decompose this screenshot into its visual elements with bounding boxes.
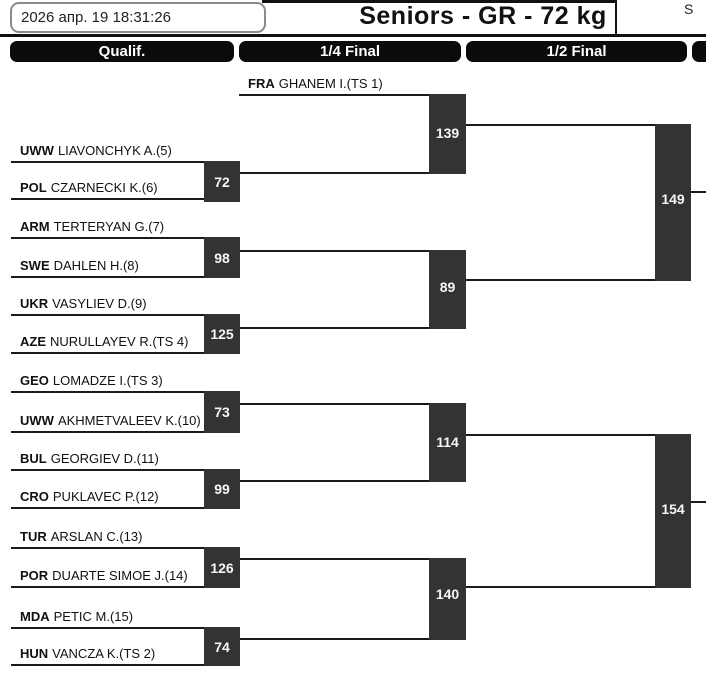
tab-semi-final[interactable]: 1/2 Final bbox=[466, 41, 687, 62]
tab-final-clipped[interactable] bbox=[692, 41, 706, 62]
athlete-name: VANCZA K.(TS 2) bbox=[52, 646, 156, 661]
athlete-name: DUARTE SIMOE J.(14) bbox=[52, 568, 188, 583]
match-box-quarterfinal[interactable]: 114 bbox=[429, 403, 466, 482]
match-box-qualif[interactable]: 74 bbox=[204, 627, 240, 666]
datetime-box: 2026 апр. 19 18:31:26 bbox=[10, 2, 266, 33]
connector-line bbox=[466, 434, 655, 436]
header-bottom-rule bbox=[0, 34, 706, 37]
connector-line bbox=[466, 279, 655, 281]
connector-line bbox=[466, 586, 655, 588]
match-number: 126 bbox=[210, 559, 234, 576]
match-number: 73 bbox=[214, 404, 230, 420]
match-box-quarterfinal[interactable]: 89 bbox=[429, 250, 466, 329]
athlete-country: SWE bbox=[20, 258, 50, 273]
athlete-row: AZE NURULLAYEV R.(TS 4) bbox=[11, 332, 204, 354]
athlete-name: ARSLAN C.(13) bbox=[50, 529, 143, 544]
athlete-country: MDA bbox=[20, 609, 50, 624]
match-number: 72 bbox=[214, 173, 230, 190]
athlete-name: GEORGIEV D.(11) bbox=[50, 451, 159, 466]
header-right-divider bbox=[615, 0, 617, 37]
connector-line bbox=[240, 638, 429, 640]
athlete-country: POL bbox=[20, 180, 47, 195]
connector-line bbox=[240, 172, 429, 174]
match-number: 140 bbox=[435, 586, 460, 602]
athlete-name: NURULLAYEV R.(TS 4) bbox=[50, 334, 189, 349]
match-box-quarterfinal[interactable]: 140 bbox=[429, 558, 466, 640]
connector-line bbox=[240, 480, 429, 482]
athlete-row: TUR ARSLAN C.(13) bbox=[11, 527, 204, 549]
athlete-name: PETIC M.(15) bbox=[53, 609, 134, 624]
match-box-qualif[interactable]: 98 bbox=[204, 237, 240, 278]
connector-line bbox=[240, 403, 429, 405]
header-top-rule bbox=[262, 0, 617, 3]
athlete-row: POR DUARTE SIMOE J.(14) bbox=[11, 566, 204, 588]
match-number: 125 bbox=[210, 326, 234, 342]
athlete-name: AKHMETVALEEV K.(10) bbox=[57, 413, 201, 428]
athlete-country: FRA bbox=[248, 76, 275, 91]
athlete-country: CRO bbox=[20, 489, 49, 504]
match-number: 149 bbox=[661, 191, 685, 207]
athlete-country: HUN bbox=[20, 646, 49, 661]
match-number: 114 bbox=[436, 434, 459, 450]
match-box-qualif[interactable]: 125 bbox=[204, 314, 240, 354]
connector-line bbox=[240, 558, 429, 560]
page-title: Seniors - GR - 72 kg bbox=[359, 2, 607, 30]
match-box-qualif[interactable]: 72 bbox=[204, 161, 240, 202]
athlete-row: HUN VANCZA K.(TS 2) bbox=[11, 644, 204, 666]
athlete-row: MDA PETIC M.(15) bbox=[11, 607, 204, 629]
athlete-country: GEO bbox=[20, 373, 49, 388]
athlete-country: UWW bbox=[20, 143, 54, 158]
connector-line bbox=[466, 124, 655, 126]
match-box-qualif[interactable]: 73 bbox=[204, 391, 240, 433]
athlete-name: LIAVONCHYK A.(5) bbox=[57, 143, 172, 158]
athlete-row: ARM TERTERYAN G.(7) bbox=[11, 217, 204, 239]
match-number: 74 bbox=[214, 638, 230, 655]
athlete-row: UKR VASYLIEV D.(9) bbox=[11, 294, 204, 316]
athlete-country: UKR bbox=[20, 296, 49, 311]
athlete-row: SWE DAHLEN H.(8) bbox=[11, 256, 204, 278]
connector-line bbox=[691, 501, 706, 503]
match-number: 139 bbox=[435, 125, 460, 141]
tab-quarter-final[interactable]: 1/4 Final bbox=[239, 41, 461, 62]
connector-line bbox=[691, 191, 706, 193]
match-number: 99 bbox=[214, 481, 230, 497]
match-box-qualif[interactable]: 99 bbox=[204, 469, 240, 509]
datetime-text: 2026 апр. 19 18:31:26 bbox=[21, 9, 171, 26]
match-box-qualif[interactable]: 126 bbox=[204, 547, 240, 588]
athlete-row: UWW AKHMETVALEEV K.(10) bbox=[11, 411, 204, 433]
athlete-name: DAHLEN H.(8) bbox=[53, 258, 139, 273]
athlete-row: CRO PUKLAVEC P.(12) bbox=[11, 487, 204, 509]
athlete-country: POR bbox=[20, 568, 49, 583]
athlete-name: GHANEM I.(TS 1) bbox=[278, 76, 383, 91]
match-box-quarterfinal[interactable]: 139 bbox=[429, 94, 466, 174]
athlete-name: VASYLIEV D.(9) bbox=[52, 296, 147, 311]
athlete-name: LOMADZE I.(TS 3) bbox=[52, 373, 163, 388]
athlete-country: AZE bbox=[20, 334, 46, 349]
athlete-row: BUL GEORGIEV D.(11) bbox=[11, 449, 204, 471]
athlete-name: TERTERYAN G.(7) bbox=[53, 219, 165, 234]
match-box-semifinal[interactable]: 154 bbox=[655, 434, 691, 588]
match-box-semifinal[interactable]: 149 bbox=[655, 124, 691, 281]
tab-qualif[interactable]: Qualif. bbox=[10, 41, 234, 62]
athlete-row: FRA GHANEM I.(TS 1) bbox=[239, 74, 429, 96]
match-number: 154 bbox=[661, 501, 685, 517]
match-number: 89 bbox=[439, 279, 456, 295]
connector-line bbox=[240, 327, 429, 329]
athlete-country: ARM bbox=[20, 219, 50, 234]
clipped-corner-text: S bbox=[684, 1, 694, 17]
match-number: 98 bbox=[214, 249, 230, 266]
athlete-country: UWW bbox=[20, 413, 54, 428]
athlete-country: TUR bbox=[20, 529, 47, 544]
athlete-row: POL CZARNECKI K.(6) bbox=[11, 178, 204, 200]
connector-line bbox=[240, 250, 429, 252]
athlete-name: PUKLAVEC P.(12) bbox=[52, 489, 159, 504]
athlete-name: CZARNECKI K.(6) bbox=[50, 180, 158, 195]
athlete-row: UWW LIAVONCHYK A.(5) bbox=[11, 141, 204, 163]
athlete-country: BUL bbox=[20, 451, 47, 466]
athlete-row: GEO LOMADZE I.(TS 3) bbox=[11, 371, 204, 393]
